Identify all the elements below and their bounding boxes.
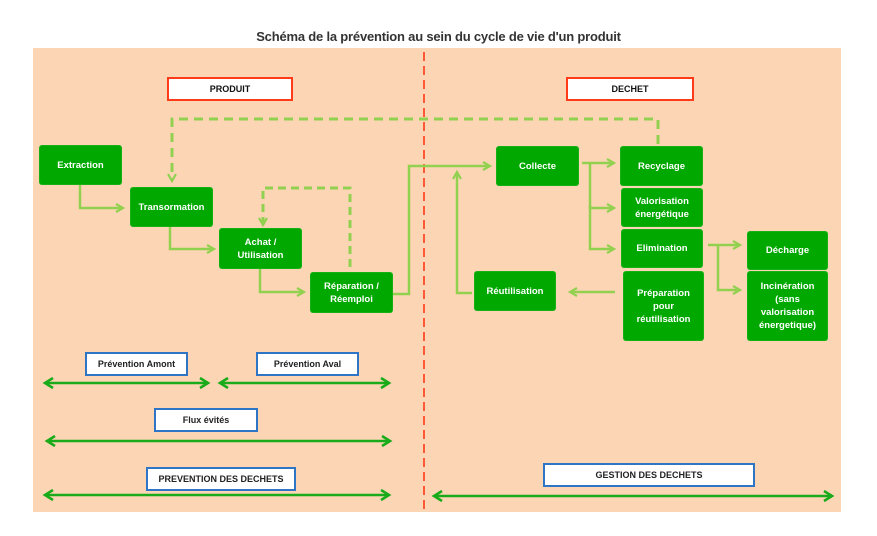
flow-reutilisation-collecte <box>457 173 472 295</box>
node-preparation-reutilisation: Préparation pour réutilisation <box>624 272 703 340</box>
flow-transformation-achat <box>168 227 213 249</box>
flow-reparation-collecte <box>393 166 489 296</box>
node-extraction: Extraction <box>40 146 121 184</box>
flow-collecte-elimination <box>588 205 613 249</box>
node-transformation: Transormation <box>131 188 212 226</box>
flow-elimination-incineration <box>716 245 739 290</box>
label-prevention-amont: Prévention Amont <box>85 352 188 376</box>
flow-extraction-transformation <box>78 185 122 208</box>
header-produit: PRODUIT <box>167 77 293 101</box>
flow-achat-reparation <box>258 269 303 292</box>
node-decharge: Décharge <box>748 232 827 269</box>
label-gestion-des-dechets: GESTION DES DECHETS <box>543 463 755 487</box>
node-reutilisation: Réutilisation <box>475 272 555 310</box>
node-recyclage: Recyclage <box>621 147 702 185</box>
node-collecte: Collecte <box>497 147 578 185</box>
loop-reparation-achat <box>263 186 352 267</box>
label-flux-evites: Flux évités <box>154 408 258 432</box>
node-valorisation-energetique: Valorisation énergétique <box>622 189 702 226</box>
flow-collecte-valorisation <box>588 163 613 208</box>
header-dechet: DECHET <box>566 77 694 101</box>
label-prevention-aval: Prévention Aval <box>256 352 359 376</box>
label-prevention-des-dechets: PREVENTION DES DECHETS <box>146 467 296 491</box>
diagram-canvas <box>33 48 841 512</box>
diagram-title: Schéma de la prévention au sein du cycle… <box>256 29 621 44</box>
node-achat-utilisation: Achat / Utilisation <box>220 229 301 268</box>
loop-recyclage-transformation <box>172 117 660 180</box>
node-incineration: Incinération (sans valorisation énergeti… <box>748 272 827 340</box>
node-reparation-reemploi: Réparation / Réemploi <box>311 273 392 312</box>
node-elimination: Elimination <box>622 230 702 267</box>
